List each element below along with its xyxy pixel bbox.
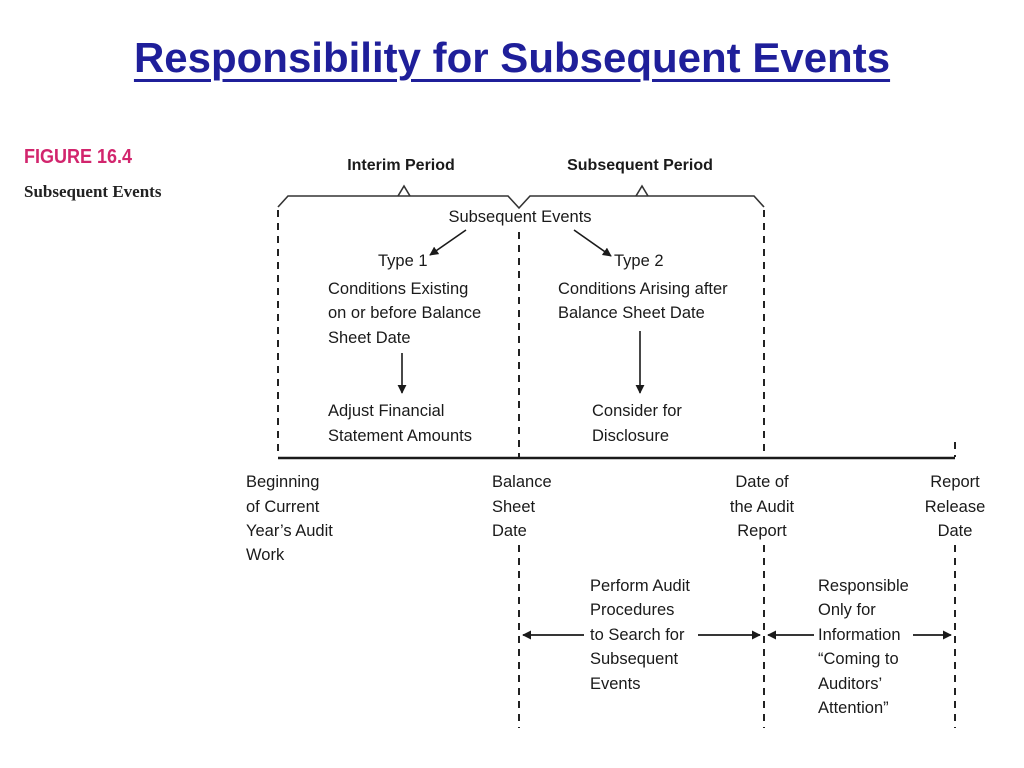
type2-action-line: Disclosure — [592, 427, 669, 445]
beginning-label-line: Beginning — [246, 473, 319, 491]
type1-arrow — [429, 229, 467, 256]
figure-caption: Subsequent Events — [24, 182, 162, 201]
beginning-label-line: Year’s Audit — [246, 522, 333, 540]
perform-line: Subsequent — [590, 650, 678, 668]
balance-sheet-label-line: Date — [492, 522, 527, 540]
responsible-line: Responsible — [818, 577, 909, 595]
interim-period-tick — [397, 184, 411, 197]
subsequent-events-label: Subsequent Events — [448, 208, 591, 226]
type1-label: Type 1 — [378, 252, 428, 270]
release-label-line: Report — [930, 473, 980, 491]
responsible-line: Information — [818, 626, 901, 644]
interim-period-label: Interim Period — [347, 157, 455, 174]
responsible-line: Auditors’ — [818, 675, 882, 693]
type1-condition-line: Conditions Existing — [328, 280, 468, 298]
type1-condition-line: Sheet Date — [328, 329, 411, 347]
perform-line: Procedures — [590, 601, 674, 619]
type2-condition-line: Balance Sheet Date — [558, 304, 705, 322]
type1-action-line: Statement Amounts — [328, 427, 472, 445]
audit-report-label-line: Report — [737, 522, 787, 540]
audit-report-label-line: Date of — [735, 473, 789, 491]
period-brace — [277, 195, 765, 210]
release-label-line: Date — [938, 522, 973, 540]
perform-line: Perform Audit — [590, 577, 690, 595]
responsible-line: “Coming to — [818, 650, 899, 668]
type2-label: Type 2 — [614, 252, 664, 270]
figure-number: FIGURE 16.4 — [24, 146, 133, 168]
type2-action-line: Consider for — [592, 402, 682, 420]
perform-line: to Search for — [590, 626, 685, 644]
balance-sheet-label-line: Sheet — [492, 498, 536, 516]
type2-condition-line: Conditions Arising after — [558, 280, 728, 298]
beginning-label-line: Work — [246, 546, 285, 564]
beginning-label-line: of Current — [246, 498, 320, 516]
subsequent-period-tick — [635, 184, 649, 197]
release-label-line: Release — [925, 498, 986, 516]
balance-sheet-label-line: Balance — [492, 473, 552, 491]
slide-title: Responsibility for Subsequent Events — [133, 34, 891, 81]
responsible-line: Only for — [818, 601, 876, 619]
type1-action-line: Adjust Financial — [328, 402, 444, 420]
audit-report-label-line: the Audit — [730, 498, 795, 516]
perform-line: Events — [590, 675, 640, 693]
type1-condition-line: on or before Balance — [328, 304, 481, 322]
type2-arrow — [573, 229, 612, 257]
subsequent-period-label: Subsequent Period — [567, 157, 713, 174]
responsible-line: Attention” — [818, 699, 889, 717]
